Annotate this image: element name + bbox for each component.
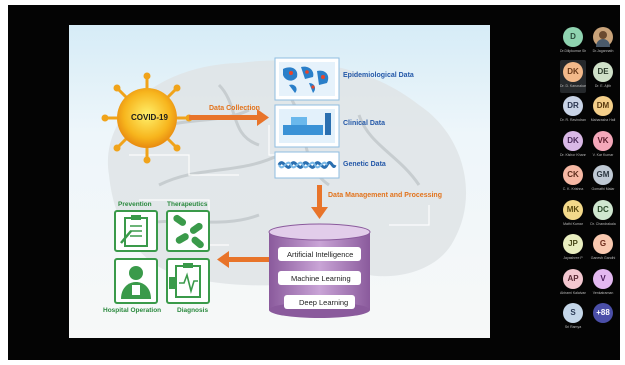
participant-name: Venkatraman [592,290,614,295]
doctor-icon [121,266,151,299]
epidemiological-label: Epidemiological Data [343,72,414,79]
participant-name: Dr.Jagannath [592,49,614,53]
shared-slide: COVID-19 Data Collection Epidemiological… [69,25,490,338]
participant-avatar: GM [593,165,613,185]
genetic-label: Genetic Data [343,161,386,168]
virus-icon [117,88,177,148]
participant-tile[interactable]: Dr.Jagannath [590,25,616,58]
participant-avatar: DC [593,199,613,220]
participant-name: Dr. Chandrakala [590,221,616,226]
participant-name: Gomathi Malar [591,187,615,191]
participant-name: Ganesh Gandhi [590,256,616,260]
participant-avatar: DR [563,96,583,116]
participant-name: C. K. Krishna [562,187,584,191]
management-label: Data Management and Processing [328,192,442,199]
participant-tile[interactable]: CK C. K. Krishna [560,163,586,196]
participant-name: Dr. Kishor Khanna [560,152,586,157]
participant-name: Dr.Dilipkumar Sharma [560,49,586,53]
therapeutics-label: Therapeutics [167,201,208,208]
participant-name: V. Kar Kumar [592,152,614,157]
participant-name: Abirami Kalaivani Pg [560,290,586,295]
ml-label: Machine Learning [291,274,351,283]
participant-avatar: CK [563,165,583,185]
participant-avatar: VK [593,130,613,151]
participant-tile[interactable]: JP Jayashree P [560,232,586,265]
participant-avatar: S [563,303,583,323]
clinical-label: Clinical Data [343,120,386,127]
participant-tile[interactable]: G Ganesh Gandhi [590,232,616,265]
participant-avatar: D [563,27,583,47]
hospital-label: Hospital Operation [103,307,162,314]
dl-label: Deep Learning [299,298,349,307]
participant-avatar: DE [593,61,613,82]
therapeutics-icon [173,214,204,249]
participant-avatar: +88 [593,303,613,323]
participant-name: Mathi Kumar [563,221,583,226]
prevention-icon [120,215,148,247]
participant-tile[interactable]: DR Dr. R. Ravindran [560,94,586,127]
participant-name: Dr. D. Karunakara [560,83,586,88]
participant-avatar: DK [563,130,583,151]
virus-spikes [107,78,187,158]
participant-avatar: AP [563,268,583,289]
participant-tile[interactable]: S Sri Ramya [560,301,586,334]
participant-avatar: DK [563,61,583,82]
participant-name: Maharasha Hall [590,118,616,122]
participant-tile[interactable]: GM Gomathi Malar [590,163,616,196]
participant-name: Dr. E. Ajith [594,83,612,88]
participant-name: Dr. R. Ravindran [560,118,586,122]
participant-avatar: JP [563,234,583,254]
slide-graphics [69,25,490,338]
participant-tile[interactable]: D Dr.Dilipkumar Sharma [560,25,586,58]
participant-name: Sri Ramya [564,325,582,329]
participant-tile[interactable]: DM Maharasha Hall [590,94,616,127]
diagnosis-label: Diagnosis [177,307,209,314]
participant-avatar: G [593,234,613,254]
participant-avatar: MK [563,199,583,220]
participant-photo [593,27,613,47]
participant-avatar: DM [593,96,613,116]
prevention-label: Prevention [118,201,152,208]
data-collection-label: Data Collection [209,105,260,112]
diagnosis-icon [169,263,201,298]
virus-label: COVID-19 [131,113,168,122]
ai-label: Artificial Intelligence [287,250,354,259]
participant-avatar: V [593,268,613,289]
participant-name: Jayashree P [563,256,583,260]
participant-tile[interactable]: +88 [590,301,616,334]
